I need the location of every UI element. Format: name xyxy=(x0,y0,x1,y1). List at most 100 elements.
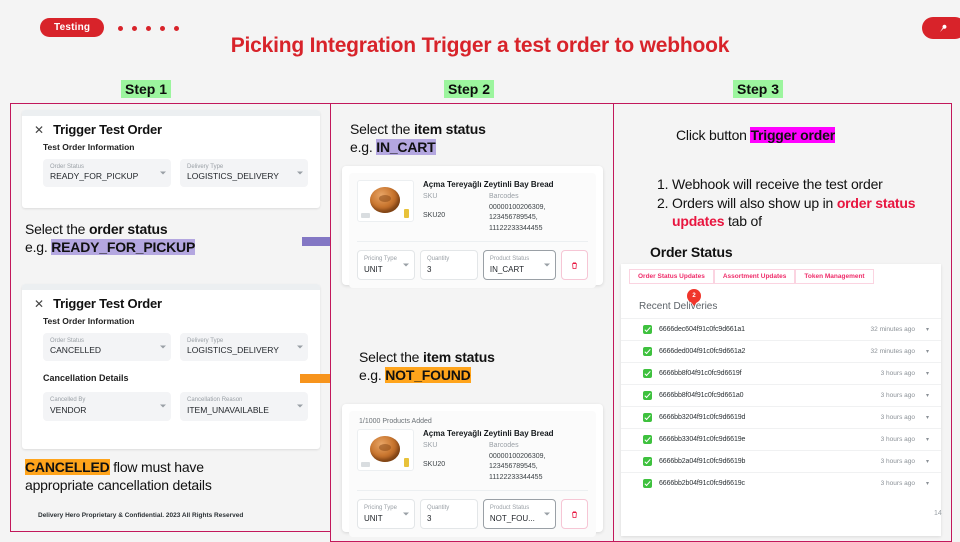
product-status-select[interactable]: Product Status NOT_FOU... xyxy=(482,499,557,529)
callout-cancelled: CANCELLED flow must have appropriate can… xyxy=(25,459,212,494)
chevron-down-icon[interactable]: ▾ xyxy=(925,349,929,355)
product-footer: Pricing Type UNIT Quantity 3 Product Sta… xyxy=(357,491,588,529)
table-row[interactable]: 6666bb2b04f91c0fc9d6619c 3 hours ago ▾ xyxy=(621,472,941,494)
list-item: Webhook will receive the test order xyxy=(672,176,942,194)
delivery-type-select[interactable]: Delivery Type LOGISTICS_DELIVERY xyxy=(180,159,308,188)
callout-order-status: Select the order status e.g. READY_FOR_P… xyxy=(25,221,195,256)
barcodes-label: Barcodes xyxy=(489,193,519,201)
chevron-down-icon xyxy=(160,404,166,408)
check-icon xyxy=(643,347,652,356)
cancellation-details-title: Cancellation Details xyxy=(43,373,129,384)
check-icon xyxy=(643,435,652,444)
delivery-type-label: Delivery Type xyxy=(187,338,224,344)
sku-label: SKU xyxy=(423,442,438,450)
list-item-text-pre: Orders will also show up in xyxy=(672,194,837,211)
order-status-select[interactable]: Order Status READY_FOR_PICKUP xyxy=(43,159,171,188)
trash-icon xyxy=(572,262,577,269)
product-name: Açma Tereyağlı Zeytinli Bay Bread xyxy=(423,429,554,438)
order-status-label: Order Status xyxy=(50,164,85,170)
check-icon xyxy=(643,369,652,378)
chevron-down-icon[interactable]: ▾ xyxy=(925,393,929,399)
cancellation-reason-select[interactable]: Cancellation Reason ITEM_UNAVAILABLE xyxy=(180,392,308,421)
product-status-label: Product Status xyxy=(489,505,530,512)
chevron-down-icon xyxy=(297,171,303,175)
barcode-2: 123456789545, xyxy=(489,214,538,222)
cancelled-by-value: VENDOR xyxy=(50,404,87,415)
callout-trigger-order: Click button Trigger order xyxy=(676,127,835,145)
table-row[interactable]: 6666ded004f91c0fc9d661a2 32 minutes ago … xyxy=(621,340,941,362)
dialog-section-title: Test Order Information xyxy=(43,316,135,326)
delivery-time: 3 hours ago xyxy=(880,436,915,443)
close-icon[interactable]: ✕ xyxy=(34,296,45,311)
step-label-3: Step 3 xyxy=(733,80,784,98)
table-row[interactable]: 6666dec604f91c0fc9d661a1 32 minutes ago … xyxy=(621,318,941,340)
step-label-1: Step 1 xyxy=(121,80,172,98)
delivery-type-select[interactable]: Delivery Type LOGISTICS_DELIVERY xyxy=(180,333,308,362)
delete-product-button[interactable] xyxy=(561,250,588,280)
tab-assortment-updates[interactable]: Assortment Updates xyxy=(713,269,796,284)
check-icon xyxy=(643,325,652,334)
product-inner: 1/1000 Products Added Açma Tereyağlı Zey… xyxy=(349,411,596,537)
product-header: Açma Tereyağlı Zeytinli Bay Bread SKU SK… xyxy=(357,429,588,492)
chevron-down-icon xyxy=(402,263,409,267)
dot-2 xyxy=(132,26,137,31)
barcodes-label: Barcodes xyxy=(489,442,519,450)
order-status-select[interactable]: Order Status CANCELLED xyxy=(43,333,171,362)
dialog-section-title: Test Order Information xyxy=(43,142,135,152)
callout-line2-highlight: NOT_FOUND xyxy=(385,366,471,383)
product-header: Açma Tereyağlı Zeytinli Bay Bread SKU SK… xyxy=(357,180,588,243)
delivery-id: 6666bb8f04f91c0fc9d6619f xyxy=(659,370,742,377)
callout-cancelled-line-1: CANCELLED flow must have xyxy=(25,459,212,477)
chevron-down-icon[interactable]: ▾ xyxy=(925,481,929,487)
product-card-not-found: 1/1000 Products Added Açma Tereyağlı Zey… xyxy=(342,404,603,537)
dialog-header: ✕ Trigger Test Order xyxy=(22,116,320,137)
trash-icon xyxy=(572,511,577,518)
callout-line1-bold: item status xyxy=(413,121,486,137)
delete-product-button[interactable] xyxy=(561,499,588,529)
bread-photo-icon xyxy=(357,180,414,222)
callout-line-1: Select the order status xyxy=(25,221,195,239)
table-row[interactable]: 6666bb3204f91c0fc9d6619d 3 hours ago ▾ xyxy=(621,406,941,428)
table-row[interactable]: 6666bb3304f91c0fc9d6619e 3 hours ago ▾ xyxy=(621,428,941,450)
callout-line2-highlight: IN_CART xyxy=(376,138,436,155)
chevron-down-icon[interactable]: ▾ xyxy=(925,437,929,443)
page-number: 14 xyxy=(934,510,942,517)
dot-4 xyxy=(160,26,165,31)
delivery-type-label: Delivery Type xyxy=(187,164,224,170)
trigger-test-order-dialog-b: ✕ Trigger Test Order Test Order Informat… xyxy=(22,284,320,449)
callout-line1-bold: order status xyxy=(88,221,168,237)
delivery-type-value: LOGISTICS_DELIVERY xyxy=(187,171,279,182)
chevron-down-icon[interactable]: ▾ xyxy=(925,415,929,421)
pricing-type-value: UNIT xyxy=(364,513,383,523)
chevron-down-icon xyxy=(544,512,551,516)
table-row[interactable]: 6666bb8f04f91c0fc9d6619f 3 hours ago ▾ xyxy=(621,362,941,384)
product-status-value: IN_CART xyxy=(489,264,524,274)
pricing-type-select[interactable]: Pricing Type UNIT xyxy=(357,250,415,280)
chevron-down-icon[interactable]: ▾ xyxy=(925,327,929,333)
callout-line-1: Select the item status xyxy=(359,349,495,367)
brand-logo-pill xyxy=(922,17,960,39)
product-meta: Açma Tereyağlı Zeytinli Bay Bread SKU SK… xyxy=(423,429,588,483)
quantity-label: Quantity xyxy=(426,505,450,512)
table-row[interactable]: 6666bb8f04f91c0fc9d661a0 3 hours ago ▾ xyxy=(621,384,941,406)
sku-value: SKU20 xyxy=(423,211,446,219)
quantity-input[interactable]: Quantity 3 xyxy=(419,250,478,280)
callout-line-1: Select the item status xyxy=(350,121,486,139)
close-icon[interactable]: ✕ xyxy=(34,122,45,137)
product-status-select[interactable]: Product Status IN_CART xyxy=(482,250,557,280)
clipped-text: Order Status xyxy=(650,244,733,260)
delivery-time: 3 hours ago xyxy=(880,480,915,487)
table-row[interactable]: 6666bb2a04f91c0fc9d6619b 3 hours ago ▾ xyxy=(621,450,941,472)
chevron-down-icon[interactable]: ▾ xyxy=(925,371,929,377)
cancelled-by-select[interactable]: Cancelled By VENDOR xyxy=(43,392,171,421)
tab-token-management[interactable]: Token Management xyxy=(795,269,874,284)
chevron-down-icon[interactable]: ▾ xyxy=(925,459,929,465)
quantity-input[interactable]: Quantity 3 xyxy=(419,499,478,529)
testing-badge: Testing xyxy=(40,18,105,37)
callout-cancelled-rest: flow must have xyxy=(109,459,204,475)
callout-line1-pre: Select the xyxy=(359,349,423,365)
barcode-3: 11122233344455 xyxy=(489,224,543,232)
delivery-time: 3 hours ago xyxy=(880,370,915,377)
pricing-type-select[interactable]: Pricing Type UNIT xyxy=(357,499,415,529)
tab-order-status-updates[interactable]: Order Status Updates xyxy=(629,269,714,284)
